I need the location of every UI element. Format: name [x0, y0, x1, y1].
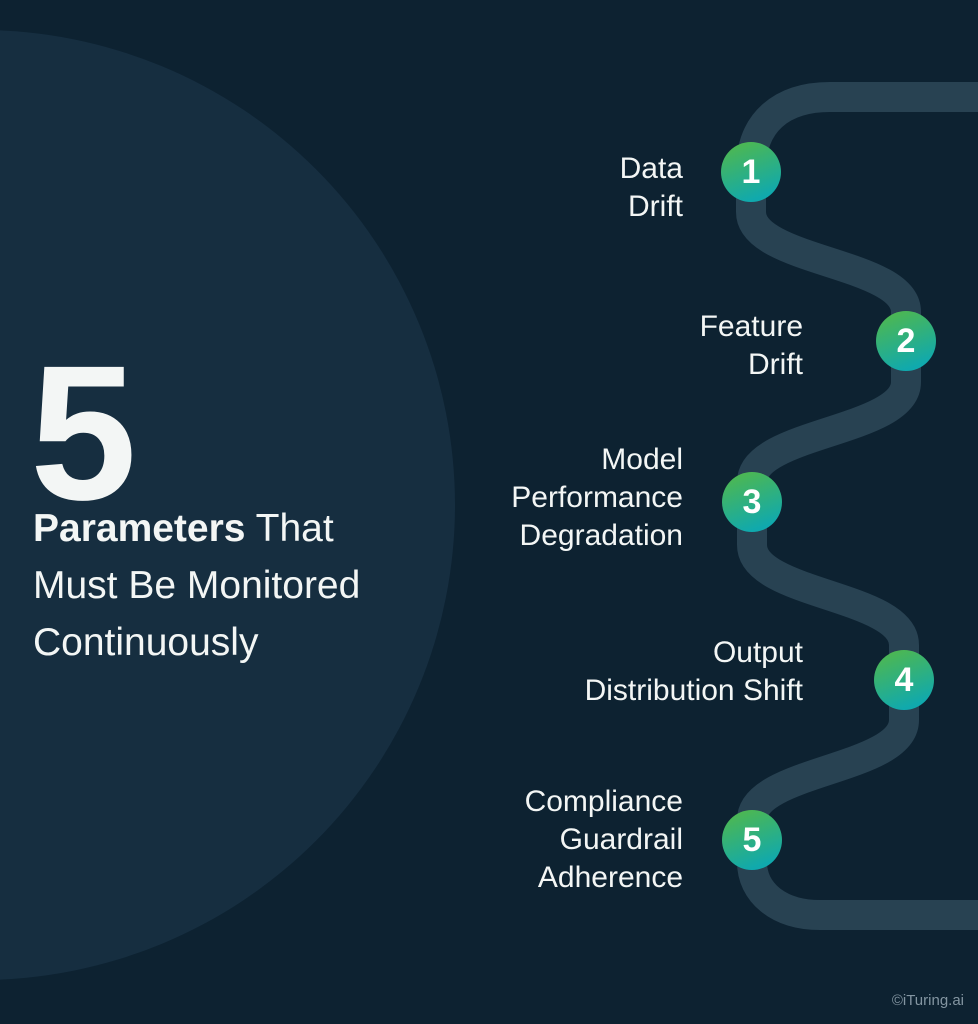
headline-line-1: Parameters That	[33, 500, 360, 557]
step-badge-2: 2	[876, 311, 936, 371]
headline-line-2: Must Be Monitored	[33, 564, 361, 607]
headline-emphasis: Parameters	[33, 507, 246, 550]
step-badge-1: 1	[721, 142, 781, 202]
step-label-feature-drift: Feature Drift	[700, 308, 803, 384]
step-label-line: Adherence	[537, 861, 683, 894]
step-label-line: Data	[619, 152, 683, 185]
step-label-model-performance-degradation: Model Performance Degradation	[511, 441, 683, 555]
headline-line-3: Continuously	[33, 621, 259, 664]
step-badge-4: 4	[874, 650, 934, 710]
step-label-line: Feature	[699, 310, 803, 343]
step-badge-3: 3	[722, 472, 782, 532]
step-label-line: Drift	[628, 190, 683, 223]
step-label-compliance-guardrail-adherence: Compliance Guardrail Adherence	[525, 783, 683, 897]
step-label-line: Drift	[748, 348, 803, 381]
step-label-data-drift: Data Drift	[620, 150, 683, 226]
step-badge-5: 5	[722, 810, 782, 870]
step-label-line: Output	[712, 636, 803, 669]
step-label-line: Distribution Shift	[584, 674, 803, 707]
headline-line-1-rest: That	[245, 507, 334, 550]
headline-number: 5	[30, 325, 137, 540]
step-label-output-distribution-shift: Output Distribution Shift	[585, 634, 803, 710]
step-label-line: Performance	[511, 481, 683, 514]
watermark-credit: ©iTuring.ai	[891, 992, 964, 1009]
step-label-line: Guardrail	[559, 823, 683, 856]
step-label-line: Degradation	[519, 519, 683, 552]
step-label-line: Compliance	[524, 785, 683, 818]
step-label-line: Model	[601, 443, 683, 476]
headline-title: Parameters That Must Be Monitored Contin…	[33, 500, 360, 671]
